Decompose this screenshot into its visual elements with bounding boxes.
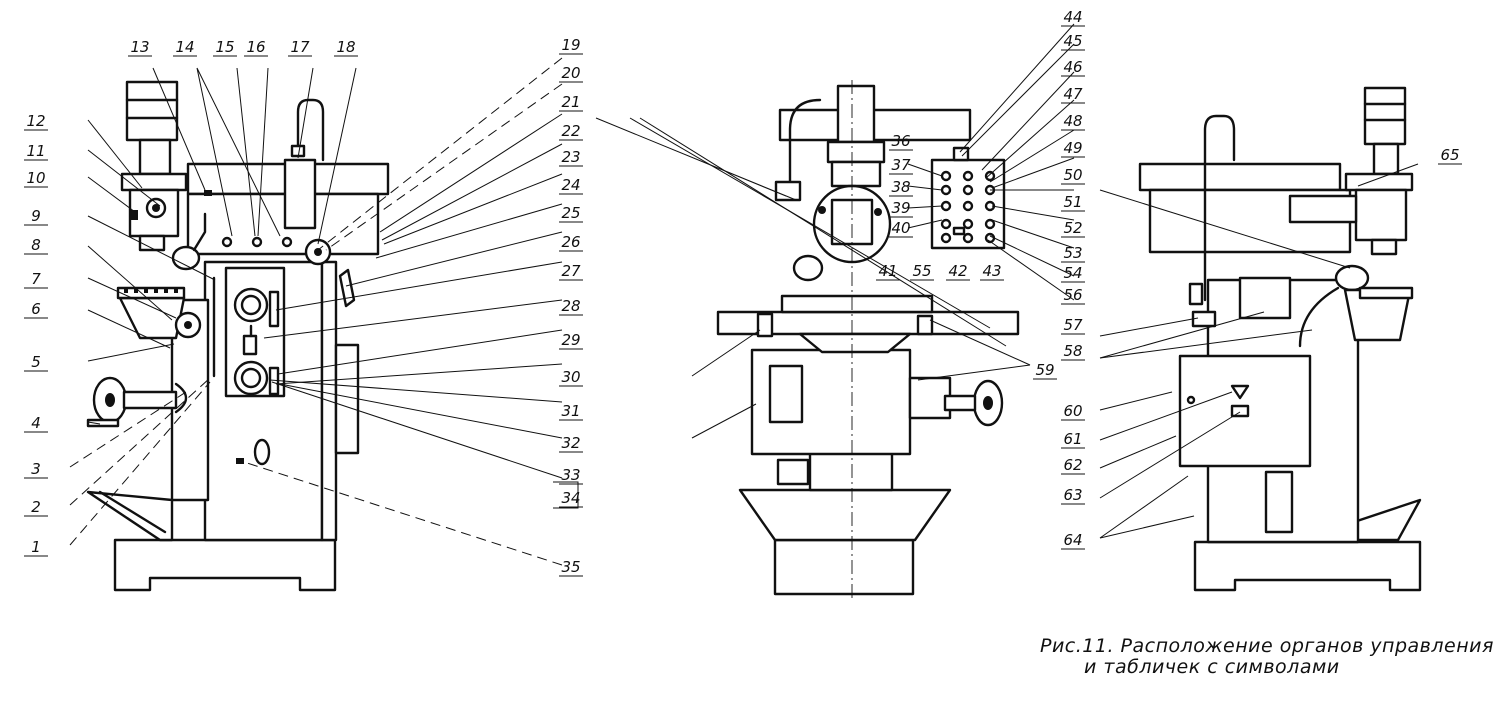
- callout-56: 56: [1063, 286, 1082, 304]
- callout-18: 18: [336, 38, 355, 56]
- callout-53: 53: [1063, 244, 1082, 262]
- callout-48: 48: [1063, 112, 1082, 130]
- callout-55: 55: [912, 262, 931, 280]
- callout-3: 3: [31, 460, 41, 478]
- callout-5: 5: [31, 353, 41, 371]
- callout-19: 19: [561, 36, 580, 54]
- callout-11: 11: [26, 142, 45, 160]
- callout-65: 65: [1440, 146, 1459, 164]
- callout-49: 49: [1063, 139, 1082, 157]
- callout-7: 7: [31, 270, 41, 288]
- callout-2: 2: [31, 498, 41, 516]
- callout-64: 64: [1063, 531, 1082, 549]
- callout-61: 61: [1063, 430, 1082, 448]
- callout-42: 42: [948, 262, 967, 280]
- callout-13: 13: [130, 38, 149, 56]
- callout-54: 54: [1063, 264, 1082, 282]
- callout-41: 41: [878, 262, 897, 280]
- callout-27: 27: [561, 262, 581, 280]
- callout-6: 6: [31, 300, 41, 318]
- callout-50: 50: [1063, 166, 1082, 184]
- callout-35: 35: [561, 558, 580, 576]
- callout-51: 51: [1063, 193, 1082, 211]
- callout-26: 26: [561, 233, 580, 251]
- callout-15: 15: [215, 38, 234, 56]
- callout-59: 59: [1035, 361, 1054, 379]
- callout-14: 14: [175, 38, 194, 56]
- leader-lines: [69, 23, 1419, 566]
- callout-24: 24: [561, 176, 580, 194]
- callout-45: 45: [1063, 32, 1082, 50]
- callout-17: 17: [290, 38, 310, 56]
- callout-47: 47: [1063, 85, 1083, 103]
- callout-52: 52: [1063, 219, 1082, 237]
- caption-line-1: Рис.11. Расположение органов управления: [1040, 635, 1494, 657]
- callout-4: 4: [31, 414, 41, 432]
- callout-46: 46: [1063, 58, 1082, 76]
- callout-44: 44: [1063, 8, 1082, 26]
- callout-57: 57: [1063, 316, 1083, 334]
- callout-12: 12: [26, 112, 45, 130]
- callout-33: 33: [561, 466, 580, 484]
- caption-line-2: и табличек с символами: [1084, 656, 1340, 678]
- callout-32: 32: [561, 434, 580, 452]
- callout-38: 38: [891, 178, 910, 196]
- callout-63: 63: [1063, 486, 1082, 504]
- callout-21: 21: [561, 93, 580, 111]
- left-side-view: [86, 80, 390, 592]
- callout-22: 22: [561, 122, 580, 140]
- callout-40: 40: [891, 219, 910, 237]
- callout-31: 31: [561, 402, 580, 420]
- callout-36: 36: [891, 132, 910, 150]
- callout-10: 10: [26, 169, 45, 187]
- callout-39: 39: [891, 199, 910, 217]
- callout-28: 28: [561, 297, 580, 315]
- callout-1: 1: [31, 538, 41, 556]
- callout-23: 23: [561, 148, 580, 166]
- callout-37: 37: [891, 156, 911, 174]
- callout-9: 9: [31, 207, 41, 225]
- callout-25: 25: [561, 204, 580, 222]
- callout-29: 29: [561, 331, 580, 349]
- front-view: [716, 80, 1020, 600]
- callout-62: 62: [1063, 456, 1082, 474]
- right-side-view: [1138, 86, 1422, 592]
- callout-16: 16: [246, 38, 265, 56]
- callout-43: 43: [982, 262, 1001, 280]
- callout-30: 30: [561, 368, 580, 386]
- callout-60: 60: [1063, 402, 1082, 420]
- figure-caption: Рис.11. Расположение органов управления …: [1040, 636, 1500, 678]
- callout-34: 34: [561, 489, 580, 507]
- callout-8: 8: [31, 236, 41, 254]
- callout-20: 20: [561, 64, 580, 82]
- callout-58: 58: [1063, 342, 1082, 360]
